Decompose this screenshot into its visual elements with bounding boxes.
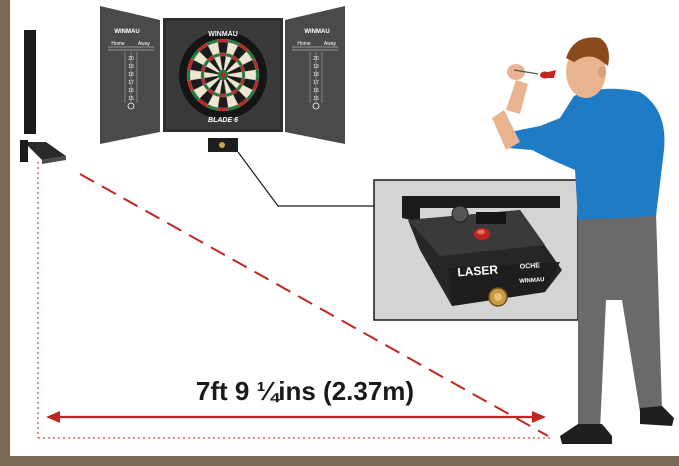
callout-line bbox=[237, 151, 374, 207]
right-scoreboard: WINMAU Home Away 20 19 18 17 16 15 bbox=[292, 29, 338, 110]
player-shirt bbox=[508, 88, 665, 220]
right-brand-logo: WINMAU bbox=[304, 29, 329, 35]
laser-device-on-wall bbox=[20, 140, 66, 164]
laser-beam bbox=[79, 173, 549, 437]
svg-text:Away: Away bbox=[324, 41, 337, 47]
player-trousers bbox=[578, 212, 662, 430]
dartboard-cabinet: WINMAU Home Away 20 19 18 17 16 15 WINMA… bbox=[100, 6, 345, 144]
wall bbox=[0, 0, 10, 466]
laser-product-logo: LASER bbox=[457, 263, 499, 280]
player-shoe-back bbox=[640, 406, 674, 426]
board-model-logo: BLADE 6 bbox=[208, 117, 238, 124]
floor bbox=[0, 456, 679, 466]
board-brand-logo: WINMAU bbox=[208, 31, 238, 38]
distance-arrow bbox=[46, 411, 546, 423]
dart-player bbox=[492, 37, 674, 444]
laser-device-under-board bbox=[208, 138, 238, 152]
product-zoom-inset: LASER OCHE WINMAU bbox=[373, 179, 579, 321]
player-shoe-front bbox=[560, 424, 612, 444]
laser-brand-logo: WINMAU bbox=[519, 277, 545, 285]
dart-icon bbox=[513, 69, 556, 79]
player-hair bbox=[566, 37, 609, 66]
dartboard bbox=[179, 31, 267, 119]
left-scoreboard: WINMAU Home Away 20 19 18 17 16 15 bbox=[108, 29, 154, 110]
svg-text:Away: Away bbox=[138, 41, 151, 47]
svg-text:Home: Home bbox=[297, 41, 311, 47]
left-brand-logo: WINMAU bbox=[114, 29, 139, 35]
wall-marker-bar bbox=[24, 30, 36, 134]
svg-text:Home: Home bbox=[111, 41, 125, 47]
right-cabinet-door bbox=[285, 6, 345, 144]
laser-product-subtitle: OCHE bbox=[520, 262, 541, 270]
throw-distance-label: 7ft 9 ¼ins (2.37m) bbox=[195, 376, 415, 406]
left-cabinet-door bbox=[100, 6, 160, 144]
